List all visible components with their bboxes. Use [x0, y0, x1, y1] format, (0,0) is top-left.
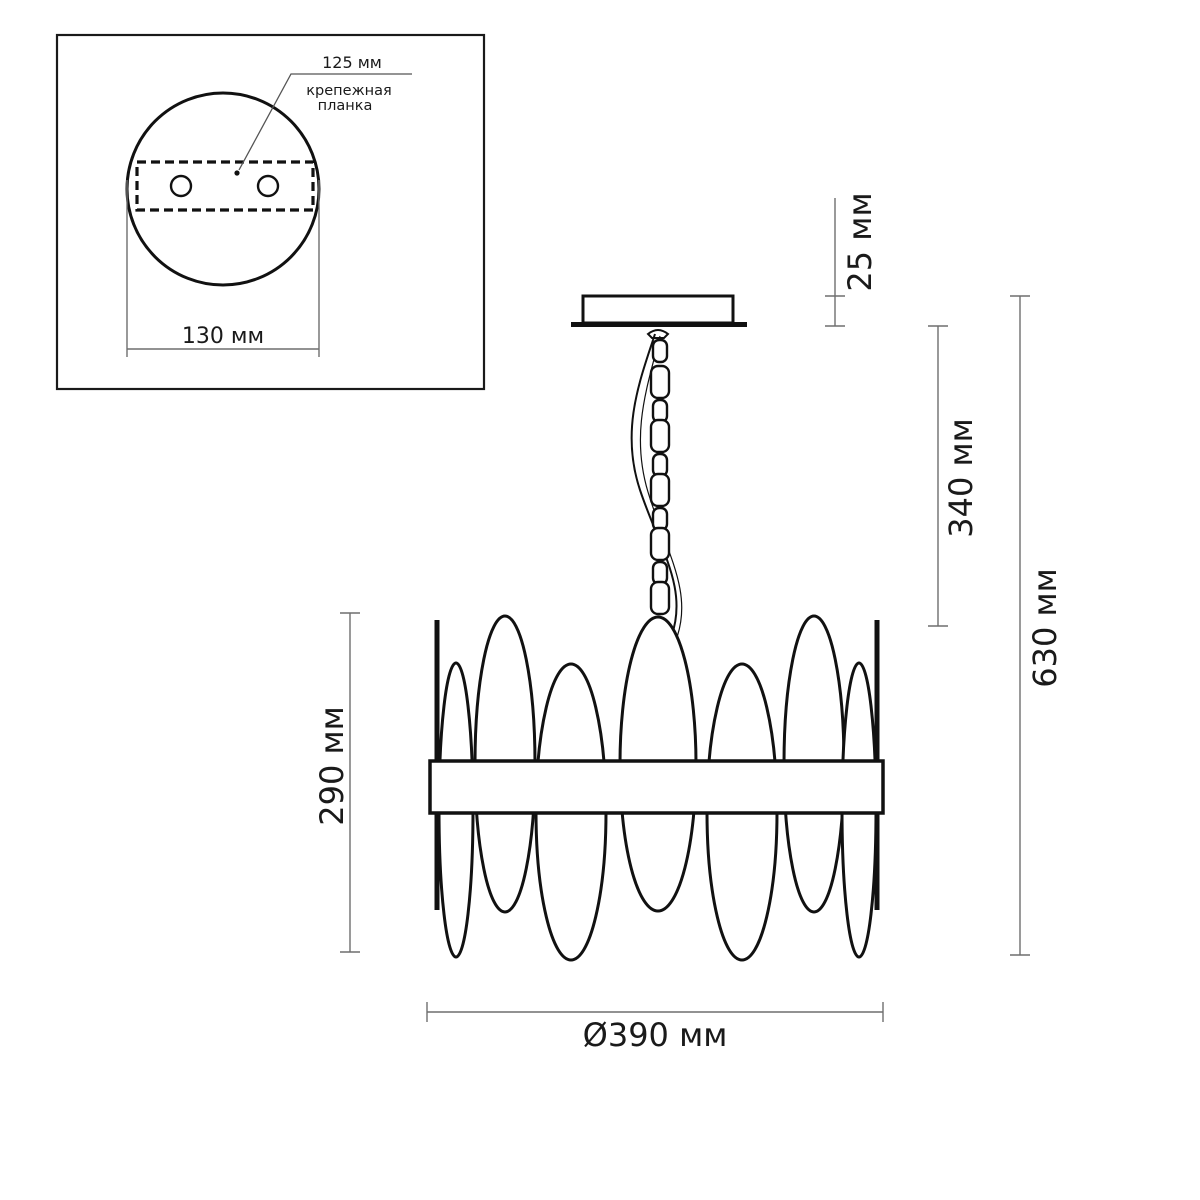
body-height-label: 290 мм — [313, 706, 351, 826]
chandelier-side-view — [428, 294, 885, 962]
screw-hole-left — [169, 174, 193, 198]
glass-discs — [428, 614, 885, 962]
bracket-width-label: 125 мм — [322, 53, 382, 72]
bracket-center-point — [234, 170, 240, 176]
metal-band — [428, 759, 885, 815]
canopy-edge — [571, 322, 747, 327]
power-cable-inner — [639, 335, 683, 641]
suspension-chain — [649, 338, 671, 616]
bracket-label-line2: планка — [318, 98, 373, 114]
canopy-diameter-label: 130 мм — [182, 324, 264, 349]
bracket-label: крепежная — [306, 83, 391, 99]
screw-hole-right — [256, 174, 280, 198]
power-cable — [630, 333, 678, 641]
bracket-leader-line — [238, 73, 412, 171]
suspension-length-label: 340 мм — [942, 418, 980, 538]
mounting-bracket — [135, 160, 315, 212]
inset-frame — [55, 33, 486, 391]
canopy-hook — [646, 329, 670, 339]
diameter-label: Ø390 мм — [583, 1016, 728, 1054]
canopy-base — [581, 294, 735, 325]
canopy-plate-top-view — [125, 91, 321, 287]
mount-inset: 125 мм крепежная планка 130 мм — [55, 33, 486, 391]
total-height-label: 630 мм — [1026, 568, 1064, 688]
dimension-lines: 25 мм 340 мм 630 мм 290 мм Ø390 мм — [313, 192, 1064, 1054]
canopy-height-label: 25 мм — [841, 192, 879, 291]
